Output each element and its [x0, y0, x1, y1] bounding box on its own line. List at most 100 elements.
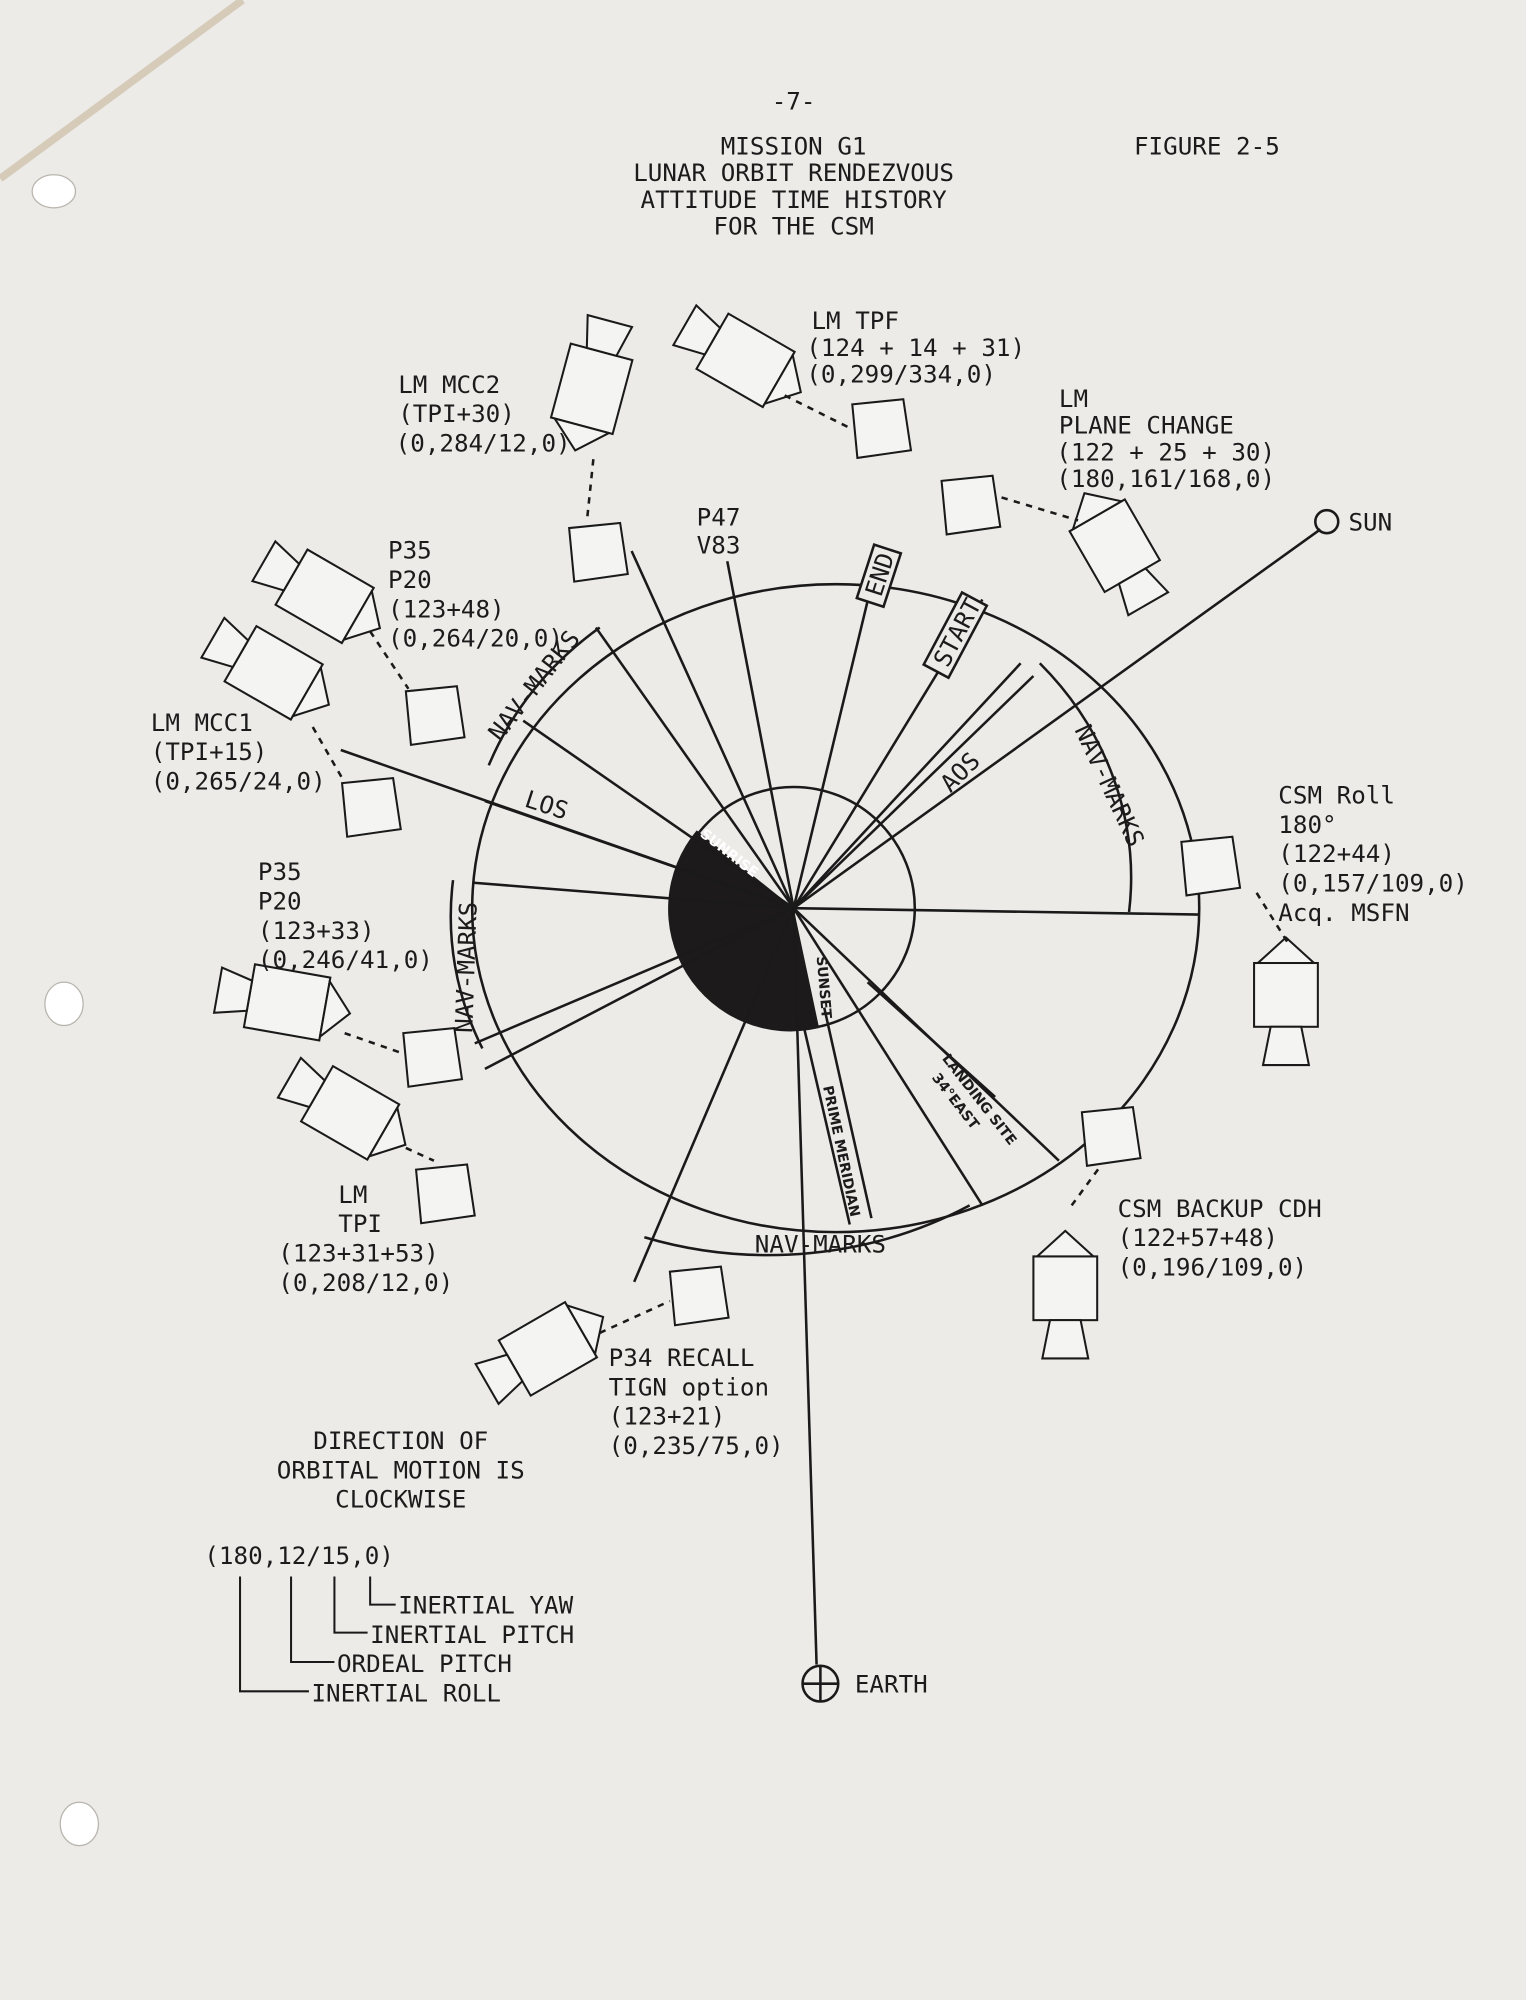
sun-label: SUN	[1348, 509, 1392, 537]
nav-marks-arcs	[449, 626, 1133, 1257]
sunset-label: SUNSET	[813, 956, 834, 1020]
label-line: (123+33)	[258, 917, 375, 945]
label-line: (0,265/24,0)	[151, 768, 326, 796]
page-number: -7-	[772, 88, 816, 116]
lm-icon	[1080, 1106, 1142, 1167]
lm-icon	[404, 685, 466, 747]
legend-item: INERTIAL YAW	[398, 1592, 573, 1620]
sun-icon	[1314, 508, 1340, 535]
lm-icon	[940, 474, 1002, 536]
end-label: END	[860, 549, 900, 599]
moon-dark-side	[668, 830, 820, 1032]
label-line: (0,196/109,0)	[1118, 1254, 1308, 1282]
event-label-p35-p20-upper: P35 P20 (123+48) (0,264/20,0)	[388, 537, 563, 653]
lm-icon	[340, 776, 402, 838]
label-line: P20	[388, 566, 432, 594]
lm-icon	[568, 521, 629, 583]
earth-icon	[801, 1664, 840, 1703]
label-line: P20	[258, 887, 302, 915]
legend-example: (180,12/15,0)	[204, 1542, 394, 1570]
label-line: TIGN option	[609, 1373, 769, 1401]
event-label-p35-p20-lower: P35 P20 (123+33) (0,246/41,0)	[258, 858, 433, 974]
title-line: FOR THE CSM	[713, 213, 873, 241]
label-line: (0,208/12,0)	[278, 1269, 453, 1297]
event-label-lm-mcc1: LM MCC1 (TPI+15) (0,265/24,0)	[151, 709, 326, 796]
label-line: (122+44)	[1278, 840, 1395, 868]
legend-item: ORDEAL PITCH	[337, 1650, 512, 1678]
label-line: LM	[338, 1181, 367, 1209]
legend-item: INERTIAL ROLL	[311, 1680, 501, 1708]
label-line: 180°	[1278, 811, 1336, 839]
radial-lines	[340, 528, 1322, 1665]
end-marker: END	[855, 543, 903, 609]
aos-label: AOS	[935, 747, 986, 798]
spacecraft-icons	[199, 303, 1319, 1406]
note-line: DIRECTION OF	[313, 1427, 488, 1455]
orbit-ellipse	[470, 582, 1201, 1234]
direction-note: DIRECTION OF ORBITAL MOTION IS CLOCKWISE	[277, 1427, 525, 1514]
csm-icon	[1068, 492, 1170, 617]
title-line: ATTITUDE TIME HISTORY	[641, 186, 948, 214]
event-label-lm-tpf: LM TPF (124 + 14 + 31) (0,299/334,0)	[806, 307, 1025, 389]
csm-icon	[199, 616, 331, 721]
label-line: TPI	[338, 1210, 382, 1238]
label-line: (0,264/20,0)	[388, 625, 563, 653]
label-line: CSM BACKUP CDH	[1118, 1195, 1322, 1223]
lm-icon	[402, 1026, 464, 1088]
event-label-csm-roll: CSM Roll 180° (122+44) (0,157/109,0) Acq…	[1278, 782, 1468, 927]
label-line: Acq. MSFN	[1278, 899, 1409, 927]
event-label-p47-v83: P47 V83	[697, 504, 741, 560]
event-label-csm-backup-cdh: CSM BACKUP CDH (122+57+48) (0,196/109,0)	[1118, 1195, 1322, 1282]
lm-icon	[668, 1265, 730, 1327]
csm-icon	[276, 1056, 407, 1162]
start-marker: START	[921, 590, 989, 680]
start-label: START	[928, 594, 987, 672]
title-line: MISSION G1	[721, 132, 867, 160]
title-line: LUNAR ORBIT RENDEZVOUS	[633, 159, 954, 187]
nav-marks-label-right: NAV-MARKS	[1069, 720, 1150, 851]
attitude-legend: (180,12/15,0) INERTIAL YAW INERTIAL PITC…	[204, 1542, 574, 1708]
nav-marks-label-bottom: NAV-MARKS	[755, 1231, 886, 1259]
label-line: LM TPF	[811, 307, 899, 335]
csm-icon	[671, 303, 802, 409]
event-label-lm-tpi: LM TPI (123+31+53) (0,208/12,0)	[278, 1181, 453, 1297]
label-line: (0,246/41,0)	[258, 946, 433, 974]
label-line: (122 + 25 + 30)	[1056, 438, 1275, 466]
earth-label: EARTH	[855, 1671, 928, 1699]
label-line: PLANE CHANGE	[1059, 412, 1234, 440]
label-line: (124 + 14 + 31)	[806, 334, 1025, 362]
csm-icon	[212, 963, 352, 1042]
csm-icon	[549, 313, 634, 452]
csm-icon	[250, 539, 382, 645]
figure-title: MISSION G1 LUNAR ORBIT RENDEZVOUS ATTITU…	[633, 132, 954, 240]
event-label-p34-recall: P34 RECALL TIGN option (123+21) (0,235/7…	[609, 1344, 784, 1460]
label-line: (180,161/168,0)	[1056, 465, 1275, 493]
note-line: CLOCKWISE	[335, 1486, 466, 1514]
label-line: (123+31+53)	[278, 1239, 438, 1267]
binder-holes	[0, 0, 245, 1847]
label-line: (123+21)	[609, 1403, 726, 1431]
figure-label: FIGURE 2-5	[1134, 132, 1280, 160]
label-line: (123+48)	[388, 595, 505, 623]
label-line: LM	[1059, 385, 1088, 413]
lm-icon	[414, 1163, 476, 1225]
csm-icon	[474, 1300, 605, 1406]
label-line: (0,235/75,0)	[609, 1432, 784, 1460]
label-line: P47	[697, 504, 741, 532]
lm-icon	[1180, 835, 1242, 897]
los-label: LOS	[521, 785, 571, 825]
note-line: ORBITAL MOTION IS	[277, 1456, 525, 1484]
label-line: LM MCC2	[398, 371, 500, 399]
connector-dashes	[311, 394, 1290, 1335]
label-line: P35	[388, 537, 432, 565]
nav-marks-label-left: NAV-MARKS	[450, 901, 483, 1033]
label-line: V83	[697, 532, 741, 560]
csm-icon	[1253, 936, 1319, 1067]
label-line: P34 RECALL	[609, 1344, 755, 1372]
label-line: P35	[258, 858, 302, 886]
label-line: (TPI+15)	[151, 738, 268, 766]
label-line: (TPI+30)	[398, 400, 515, 428]
label-line: (122+57+48)	[1118, 1224, 1278, 1252]
